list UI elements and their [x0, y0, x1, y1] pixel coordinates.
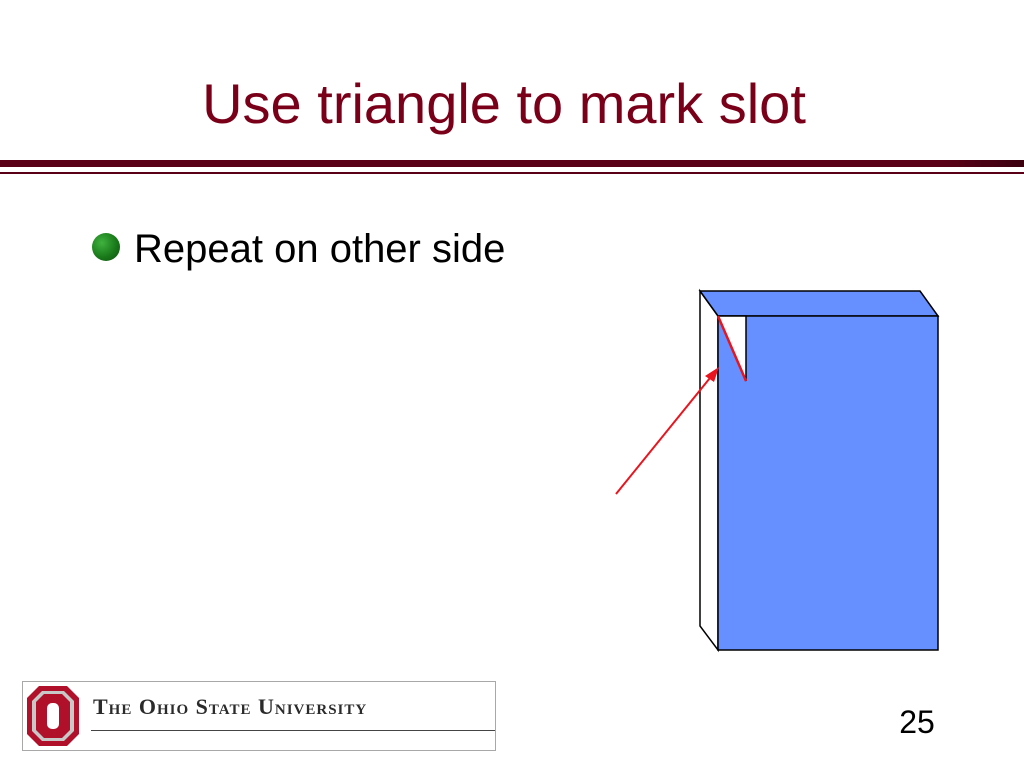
- slot-triangle-red-edge: [716, 315, 748, 382]
- logo-underline: [91, 730, 495, 731]
- university-logo: The Ohio State University: [22, 681, 496, 751]
- slide-title: Use triangle to mark slot: [202, 72, 806, 135]
- page-number: 25: [899, 704, 935, 740]
- box-side-face: [699, 288, 719, 653]
- pointer-arrow-line: [615, 372, 715, 495]
- title-rule-thin: [0, 172, 1024, 174]
- box-front-face: [717, 315, 939, 651]
- box-top-face: [698, 290, 940, 317]
- bullet-item: Repeat on other side: [92, 224, 505, 274]
- block-o-logo-icon: [27, 686, 79, 746]
- bullet-text: Repeat on other side: [134, 227, 506, 271]
- logo-text: The Ohio State University: [93, 694, 368, 719]
- pointer-arrow-head-icon: [705, 367, 719, 382]
- title-rule-thick: [0, 160, 1024, 167]
- bullet-dot-icon: [92, 233, 120, 261]
